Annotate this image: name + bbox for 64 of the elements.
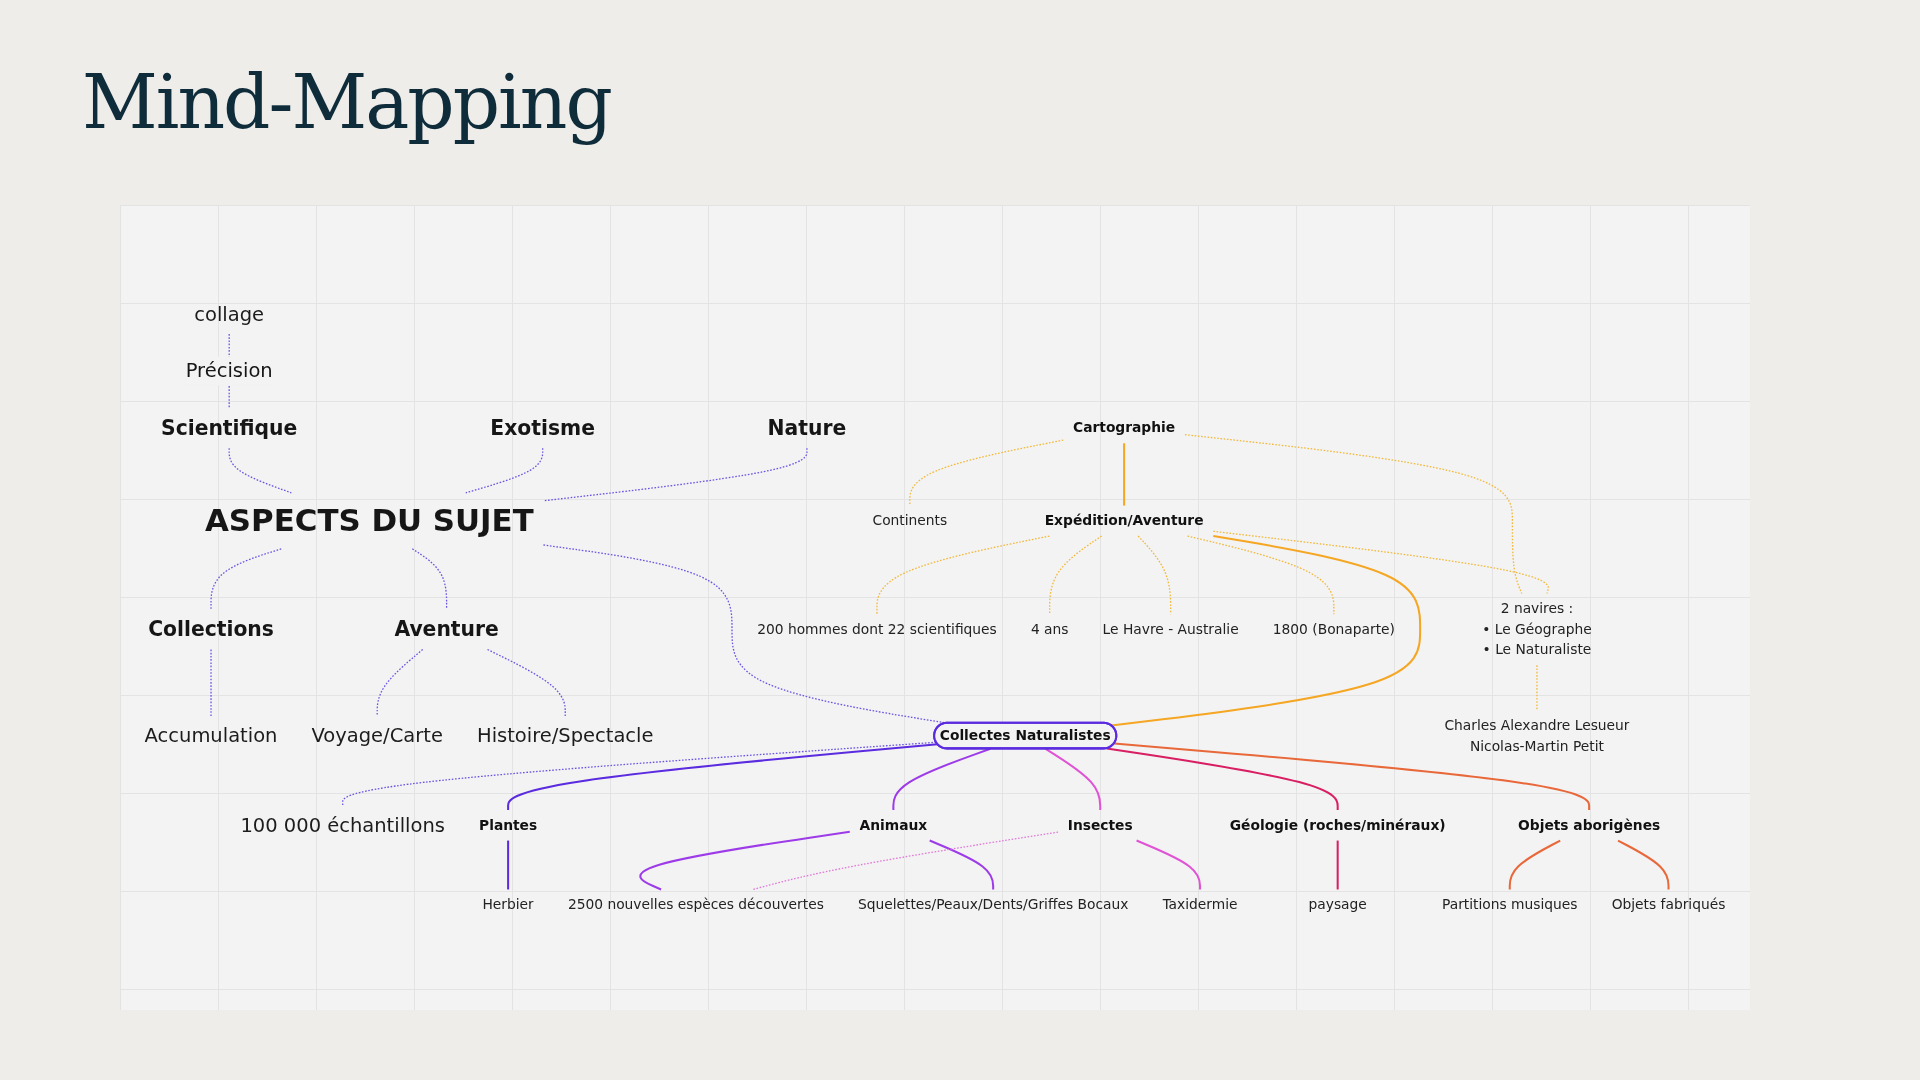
connector-line xyxy=(1123,443,1126,506)
detail-text: 4 ans xyxy=(1030,620,1069,637)
main-branch-topic: Collections xyxy=(148,617,274,641)
dashed-connector xyxy=(542,447,808,502)
detail-text: 2 navires : • Le Géographe • Le Naturaliste xyxy=(1482,600,1592,658)
dashed-connector xyxy=(210,648,212,717)
dashed-connector xyxy=(752,831,1059,891)
detail-text: Objets fabriqués xyxy=(1611,896,1726,913)
detail-text: 200 hommes dont 22 scientifiques xyxy=(757,620,997,637)
rounded-node: Collectes Naturalistes xyxy=(933,721,1118,750)
connector-line xyxy=(1136,839,1202,890)
detail-text: Squelettes/Peaux/Dents/Griffes Bocaux xyxy=(857,896,1129,913)
main-branch-topic: Nature xyxy=(767,416,847,440)
main-branch-topic: Exotisme xyxy=(490,416,595,440)
detail-text: Herbier xyxy=(482,896,534,913)
dashed-connector xyxy=(1212,530,1549,595)
sub-topic: Voyage/Carte xyxy=(311,724,443,747)
connector-line xyxy=(507,743,938,811)
main-branch-topic: Aventure xyxy=(394,617,499,641)
detail-text: Charles Alexandre Lesueur Nicolas-Martin Petit xyxy=(1444,716,1630,754)
detail-text: 1800 (Bonaparte) xyxy=(1272,620,1395,637)
dashed-connector xyxy=(465,447,544,494)
dashed-connector xyxy=(1137,535,1172,615)
category-heading: Géologie (roches/minéraux) xyxy=(1229,816,1446,833)
category-heading: Cartographie xyxy=(1073,419,1176,436)
category-heading: Objets aborigènes xyxy=(1518,816,1661,833)
connector-line xyxy=(929,839,995,890)
sub-topic: Accumulation xyxy=(144,724,278,747)
dashed-connector xyxy=(210,548,282,610)
dashed-connector xyxy=(1049,535,1103,615)
connector-line xyxy=(1106,747,1339,811)
detail-text: Partitions musiques xyxy=(1442,896,1578,913)
sub-topic: collage xyxy=(194,303,265,326)
main-branch-topic: Scientifique xyxy=(161,416,298,440)
dashed-connector xyxy=(876,535,1050,615)
category-heading: Expédition/Aventure xyxy=(1044,512,1204,529)
dashed-connector xyxy=(1536,664,1538,711)
connector-line xyxy=(1114,742,1591,811)
connector-line xyxy=(639,830,850,891)
connector-line xyxy=(1336,840,1339,890)
connector-line xyxy=(1111,534,1422,727)
connector-line xyxy=(1508,839,1561,890)
detail-text: Le Havre - Australie xyxy=(1102,620,1239,637)
dashed-connector xyxy=(411,548,448,610)
connector-line xyxy=(1617,839,1670,890)
detail-text: paysage xyxy=(1308,896,1367,913)
sub-topic: Histoire/Spectacle xyxy=(477,724,654,747)
category-heading: Animaux xyxy=(859,816,928,833)
dashed-connector xyxy=(909,439,1064,507)
category-heading: Plantes xyxy=(479,816,538,833)
detail-text: Taxidermie xyxy=(1162,896,1238,913)
dashed-connector xyxy=(486,648,566,717)
sub-topic: 100 000 échantillons xyxy=(240,813,445,837)
diagram-title: Mind-Mapping xyxy=(82,62,611,144)
central-topic: ASPECTS DU SUJET xyxy=(204,502,534,539)
dashed-connector xyxy=(1186,535,1335,615)
detail-text: Continents xyxy=(872,512,948,529)
dashed-connector xyxy=(228,447,292,494)
category-heading: Insectes xyxy=(1067,816,1133,833)
detail-text: 2500 nouvelles espèces découvertes xyxy=(567,896,824,913)
edge-label: Précision xyxy=(185,356,273,386)
dashed-connector xyxy=(376,648,424,717)
connector-line xyxy=(507,840,510,890)
dashed-connector xyxy=(1184,434,1523,595)
